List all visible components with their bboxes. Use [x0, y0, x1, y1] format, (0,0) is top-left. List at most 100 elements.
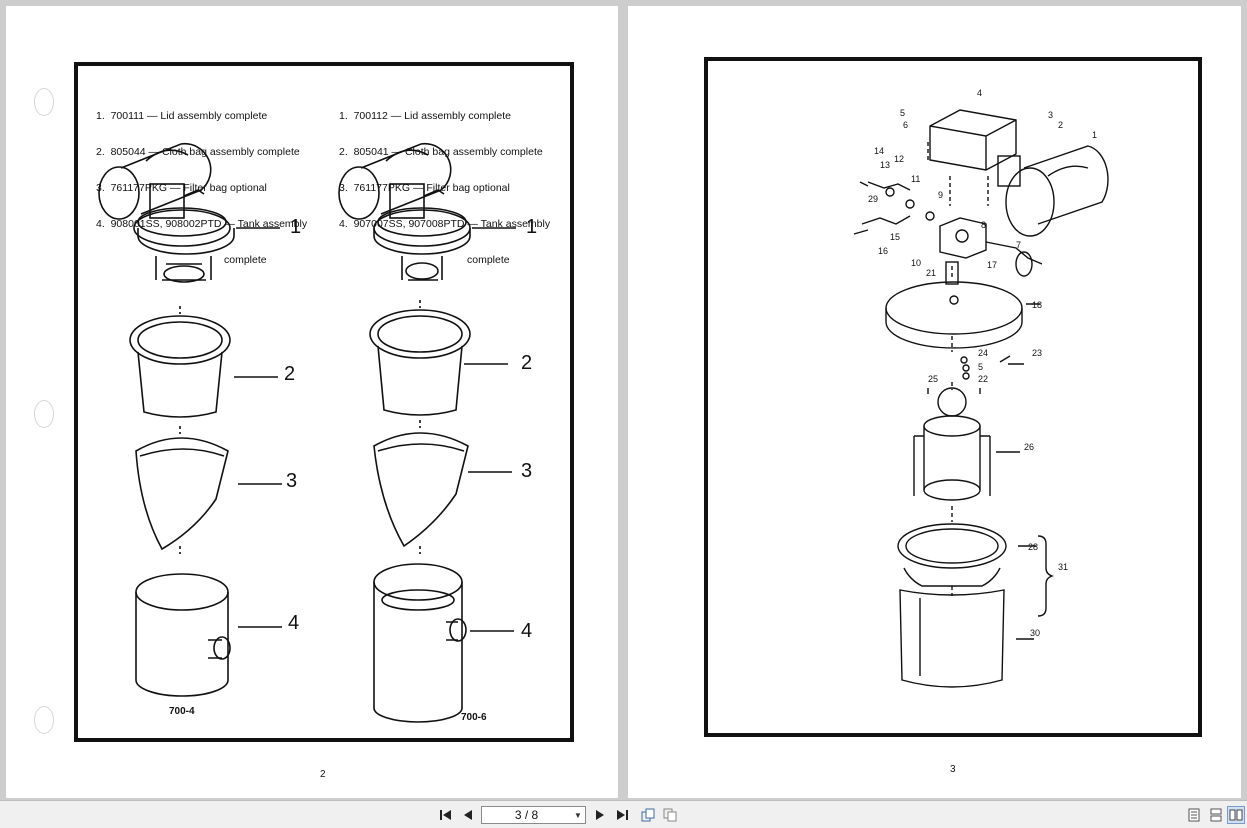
callout-4: 4 [521, 620, 533, 642]
legend-item: 2. 805041 — Cloth bag assembly complete [339, 146, 543, 158]
two-page-view-button[interactable] [1227, 806, 1245, 824]
part-number: 13 [880, 160, 891, 170]
next-page-button[interactable] [591, 806, 609, 824]
binder-hole [34, 706, 54, 734]
cloth-bag-drawing [899, 589, 1005, 688]
figure-label-700-6: 700-6 [461, 712, 487, 723]
viewer-toolbar: 3 / 8 ▼ [0, 800, 1247, 828]
part-number: 5 [900, 108, 906, 118]
figure-frame [704, 57, 1202, 737]
motor-cover-drawing [929, 109, 1017, 171]
last-page-button[interactable] [613, 806, 631, 824]
exploded-parts-diagram [853, 109, 1109, 688]
part-number: 29 [868, 194, 879, 204]
callout-3: 3 [521, 460, 533, 482]
rotate-icon [641, 808, 655, 822]
float-ball-drawing [927, 387, 981, 417]
callout-1: 1 [290, 216, 302, 238]
part-number: 24 [978, 348, 989, 358]
first-page-button[interactable] [437, 806, 455, 824]
part-number: 7 [1016, 240, 1022, 250]
valve-fittings-drawing [853, 181, 935, 235]
next-page-icon [596, 810, 604, 820]
figure-frame [74, 62, 574, 742]
continuous-view-icon [1210, 808, 1222, 822]
page-3: 4 5 6 3 2 1 14 13 12 11 9 29 15 16 8 7 1… [628, 6, 1241, 798]
callout-2: 2 [521, 352, 533, 374]
part-number: 6 [903, 120, 909, 130]
tank-assembly-drawing-b [373, 563, 467, 723]
callout-3: 3 [286, 470, 298, 492]
figure-label-700-4: 700-4 [169, 706, 195, 717]
bracket-31 [1037, 535, 1055, 617]
filter-bag-drawing-a [135, 437, 229, 551]
cloth-bag-assembly-drawing-a [129, 315, 231, 418]
tube-22-drawing [945, 261, 959, 285]
page-selector[interactable]: 3 / 8 ▼ [481, 806, 586, 824]
legend-item: 1. 700112 — Lid assembly complete [339, 110, 511, 122]
part-number: 3 [1048, 110, 1054, 120]
page-2: 1. 700111 — Lid assembly complete 2. 805… [6, 6, 618, 798]
cage-drawing [913, 415, 991, 501]
legend-item: 3. 761177PKG — Filter bag optional [339, 182, 510, 194]
callout-4: 4 [288, 612, 300, 634]
part-number: 10 [911, 258, 922, 268]
small-parts-drawing [960, 355, 1011, 380]
rotate-button[interactable] [639, 806, 657, 824]
single-page-view-button[interactable] [1185, 806, 1203, 824]
document-viewport[interactable]: 1. 700111 — Lid assembly complete 2. 805… [0, 0, 1247, 800]
legend-item: 4. 907007SS, 907008PTD — Tank assembly [339, 218, 551, 230]
part-number: 11 [911, 174, 921, 184]
part-number: 9 [938, 190, 944, 200]
two-page-view-icon [1229, 809, 1243, 821]
part-number: 23 [1032, 348, 1043, 358]
previous-page-button[interactable] [459, 806, 477, 824]
part-number: 4 [977, 88, 983, 98]
part-number: 21 [926, 268, 937, 278]
parts-legend-700-6: 1. 700112 — Lid assembly complete 2. 805… [339, 86, 550, 290]
callout-2: 2 [284, 363, 296, 385]
part-number: 30 [1030, 628, 1041, 638]
part-number: 17 [987, 260, 998, 270]
part-number: 2 [1058, 120, 1064, 130]
lid-plate-drawing [885, 281, 1023, 349]
motor-drawing [997, 145, 1109, 237]
part-number: 25 [928, 374, 939, 384]
part-number: 8 [981, 220, 987, 230]
single-page-icon [1188, 808, 1200, 822]
legend-item-continuation: complete [467, 254, 510, 266]
callout-1: 1 [526, 216, 538, 238]
leader-lines-a [234, 227, 282, 628]
part-number: 28 [1028, 542, 1039, 552]
filter-bag-drawing-b [373, 432, 469, 548]
page-indicator: 3 / 8 [514, 808, 539, 822]
bag-ring-drawing [897, 523, 1007, 587]
fit-page-icon [663, 808, 677, 822]
leader-lines-b [464, 227, 516, 632]
binder-hole [34, 400, 54, 428]
part-number: 31 [1058, 562, 1069, 572]
page-number: 3 [950, 764, 956, 775]
chevron-down-icon: ▼ [574, 810, 582, 820]
cloth-bag-assembly-drawing-b [369, 309, 471, 416]
first-page-icon [440, 810, 451, 820]
part-number: 22 [978, 374, 989, 384]
part-number: 1 [1092, 130, 1098, 140]
part-number: 5 [978, 362, 984, 372]
exploded-view-drawings [98, 142, 516, 723]
lid-assembly-drawing-b [338, 142, 471, 281]
continuous-view-button[interactable] [1207, 806, 1225, 824]
last-page-icon [617, 810, 628, 820]
legend-item: 2. 805044 — Cloth bag assembly complete [96, 146, 300, 158]
lid-assembly-drawing-a [98, 142, 235, 283]
part-number: 18 [1032, 300, 1043, 310]
previous-page-icon [464, 810, 472, 820]
fit-page-button[interactable] [661, 806, 679, 824]
part-number: 26 [1024, 442, 1035, 452]
valve-body-drawing [939, 217, 1043, 277]
tank-assembly-drawing-a [135, 573, 231, 697]
part-number: 16 [878, 246, 889, 256]
leader-lines [996, 303, 1040, 640]
legend-item-continuation: complete [224, 254, 267, 266]
part-number: 14 [874, 146, 885, 156]
